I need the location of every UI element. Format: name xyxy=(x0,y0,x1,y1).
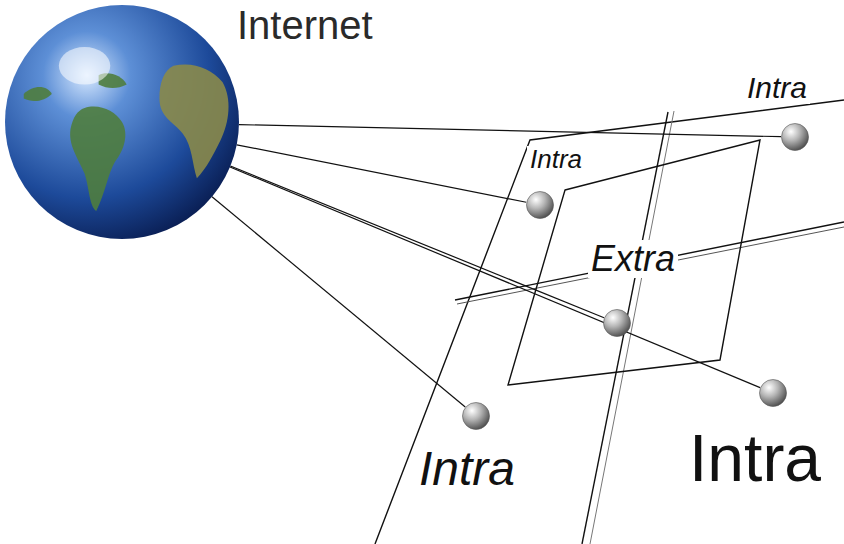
extranet-square xyxy=(508,140,760,385)
continent xyxy=(159,64,228,178)
zone-label: Intra xyxy=(416,444,518,494)
plane-divider xyxy=(582,112,668,544)
network-node: Intra xyxy=(781,123,809,151)
plane-divider xyxy=(590,111,674,544)
sphere-body xyxy=(760,380,787,407)
sphere-body xyxy=(527,192,554,219)
node-sphere xyxy=(781,123,809,151)
network-node: Intra xyxy=(462,402,490,430)
sphere-body xyxy=(604,310,631,337)
planes xyxy=(375,100,844,544)
sphere-body xyxy=(463,403,490,430)
continent xyxy=(70,106,125,210)
internet-globe: Internet xyxy=(5,5,239,239)
network-link xyxy=(212,197,465,407)
zone-label: Intra xyxy=(744,72,810,104)
node-sphere xyxy=(759,379,787,407)
network-link xyxy=(230,166,604,318)
globe-icon xyxy=(5,5,239,239)
network-title: Internet xyxy=(234,4,376,46)
globe-highlight xyxy=(59,47,110,84)
zone-label: Intra xyxy=(527,146,585,173)
node-sphere xyxy=(462,402,490,430)
network-link xyxy=(239,125,781,137)
zone-label: Intra xyxy=(686,424,824,493)
continent xyxy=(24,87,52,101)
zone-label: Extra xyxy=(588,240,678,278)
globe-sphere xyxy=(5,5,239,239)
network-link xyxy=(237,145,527,202)
network-node: Extra xyxy=(603,309,631,337)
sphere-body xyxy=(782,124,809,151)
node-sphere xyxy=(603,309,631,337)
network-node: Intra xyxy=(759,379,787,407)
plane-divider xyxy=(457,227,844,304)
node-sphere xyxy=(526,191,554,219)
plane-outline xyxy=(375,100,844,544)
plane-divider xyxy=(455,222,844,300)
network-node: Intra xyxy=(526,191,554,219)
